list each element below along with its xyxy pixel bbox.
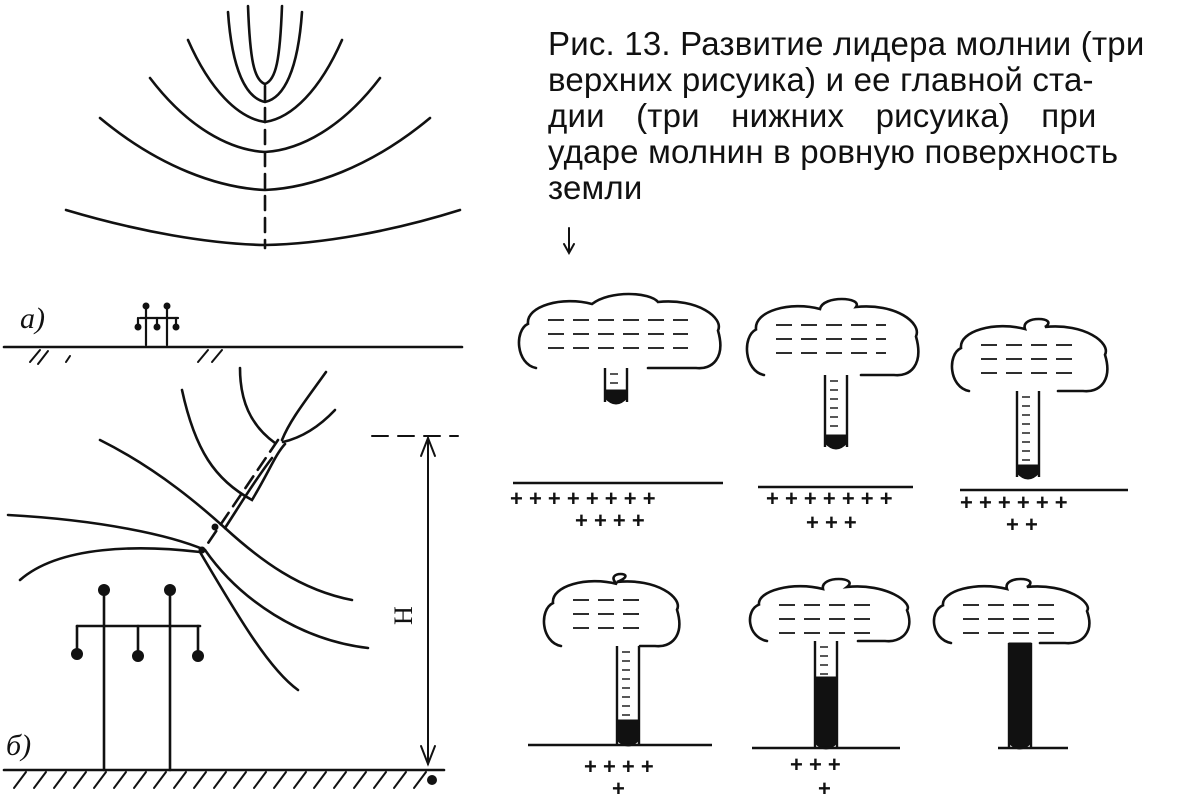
charges-bottom-2-row2: + [818,776,831,799]
charges-top-2-row2: + + + [806,510,857,535]
caption-line-5: земли [548,169,643,206]
ground-hatch-a [29,349,223,365]
caption-line-4: ударе молнин в ровную поверхность [548,133,1119,170]
cloud-bottom-3-leader-tip [1008,642,1032,750]
cloud-top-3-leader-tip [1016,464,1040,480]
cloud-top-1-leader-tip [604,389,628,405]
ground-hatch-b [13,771,427,789]
caption-line-3: дии (три нижних рисуика) при [548,97,1097,134]
cloud-bottom-2-leader-tip [814,676,838,750]
panel-b-field-lines [6,366,370,692]
cloud-top-3-leader-channel [1015,391,1041,477]
height-marker [371,435,459,767]
arrow-marker [563,227,575,256]
charges-top-3-row2: + + [1006,512,1038,537]
cloud-bottom-3-outline [932,577,1091,645]
cloud-top-2-leader-tip [824,434,848,450]
charges-top-3-row1: + + + + + + [960,490,1068,515]
leader-path-b [200,438,280,554]
charges-bottom-1-row2: + [612,776,625,799]
cloud-bottom-1-outline [542,572,681,648]
cloud-top-2-outline [745,297,920,377]
cloud-bottom-1-leader-tip [616,719,640,747]
charges-top-2-row1: + + + + + + + [766,486,893,511]
charges-bottom-2-row1: + + + [790,752,841,777]
charges-top-1-row2: + + + + [575,508,645,533]
label-a: а) [20,302,45,335]
cloud-top-1-outline [517,292,722,370]
cloud-bottom-2-outline [748,577,911,643]
panel-a-field-lines [64,4,462,250]
charges-top-1-row1: + + + + + + + + [510,486,656,511]
cloud-top-3-outline [950,317,1109,393]
label-b: б) [6,729,31,762]
caption-line-1: Рис. 13. Развитие лидера молнии (три [548,25,1145,62]
tower-b [75,590,202,772]
figure-caption: Рис. 13. Развитие лидера молнии (три вер… [548,26,1188,206]
cloud-panels [513,292,1128,750]
caption-line-2: верхних рисуика) и ее главной ста- [548,61,1094,98]
charges-bottom-1-row1: + + + + [584,754,654,779]
label-H: Н [389,606,418,625]
